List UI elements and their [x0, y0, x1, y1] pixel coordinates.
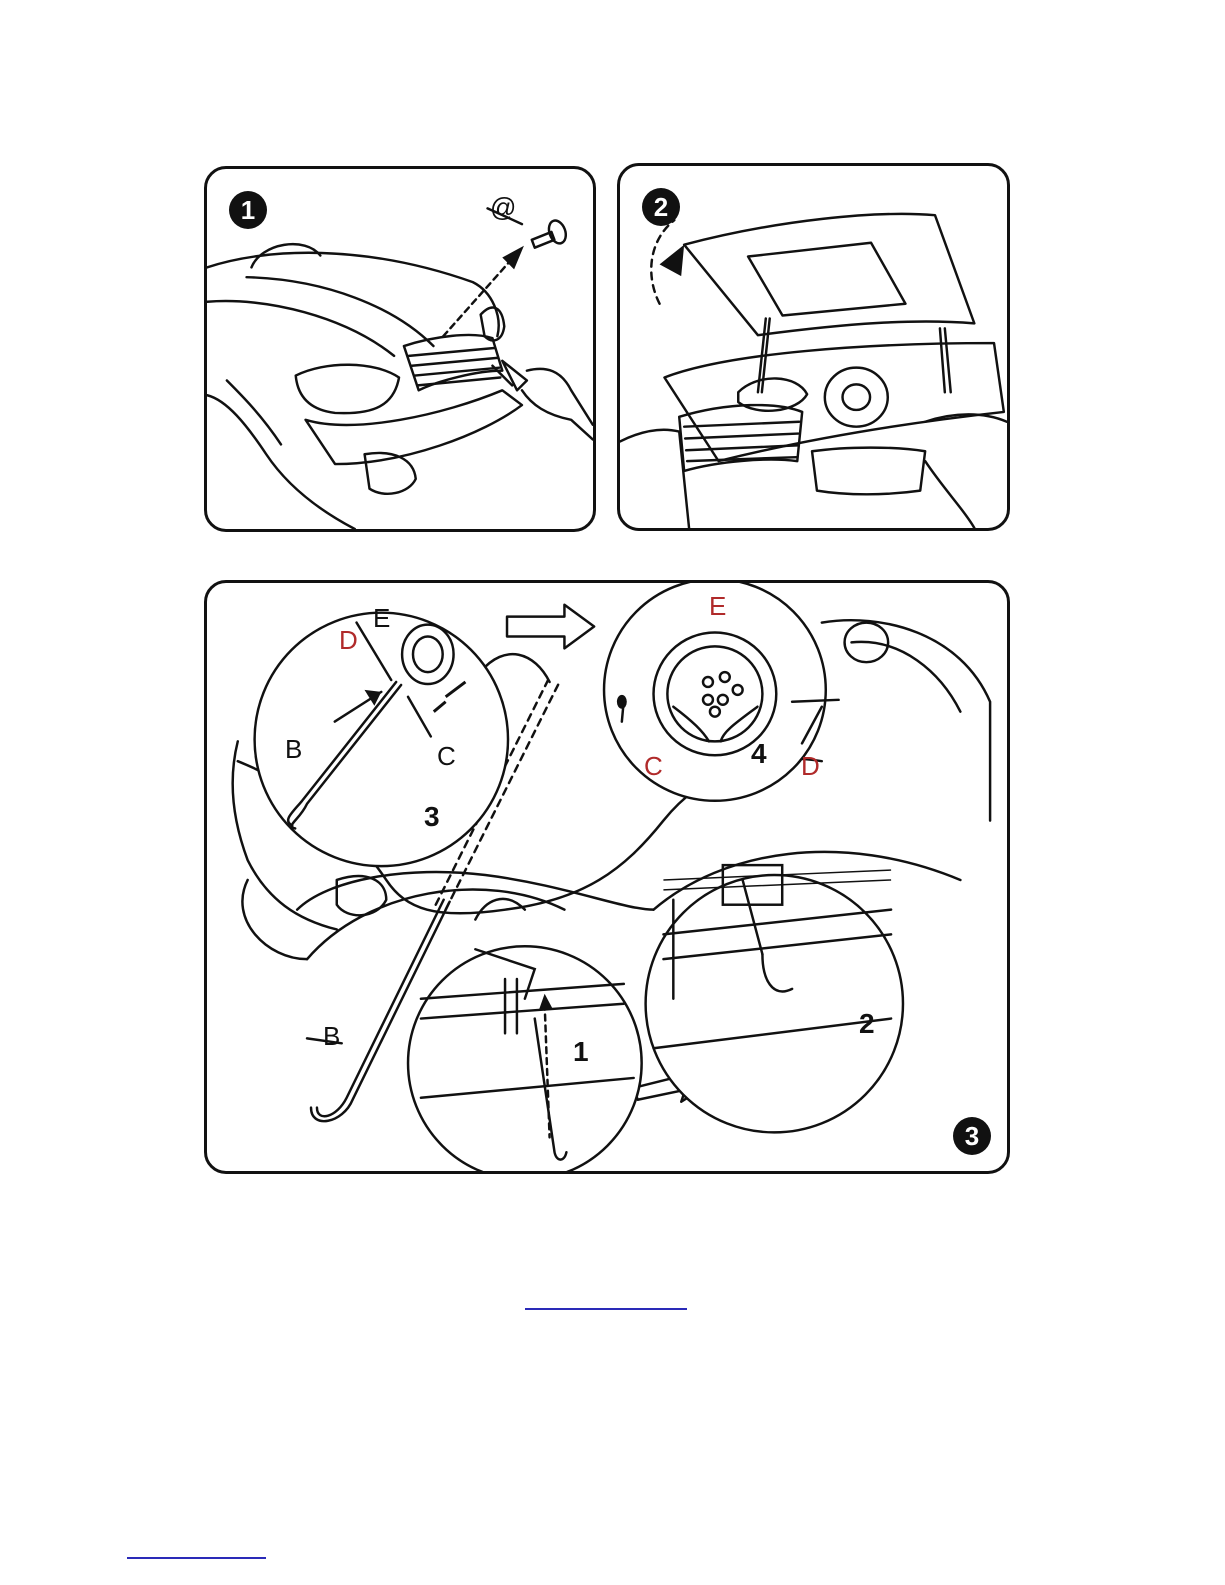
panel-step-3: D E B C 3 E C 4 D B 1 2 3: [204, 580, 1010, 1174]
callout-at-label: @: [490, 194, 516, 220]
panel-step-1: 1 @: [204, 166, 596, 532]
callout-e-lower: E: [709, 593, 726, 619]
callout-b-lower: B: [323, 1023, 340, 1049]
callout-zoom-3: 3: [424, 803, 440, 831]
callout-zoom-1: 1: [573, 1038, 589, 1066]
panel-step-2: 2: [617, 163, 1010, 531]
step-number-badge: 1: [229, 191, 267, 229]
callout-d-lower: D: [801, 753, 820, 779]
callout-e-upper: E: [373, 605, 390, 631]
callout-c-upper: C: [437, 743, 456, 769]
hood-screw-illustration: [207, 169, 593, 529]
callout-b-upper: B: [285, 736, 302, 762]
link-underline[interactable]: [525, 1308, 687, 1310]
link-underline-footer[interactable]: [127, 1557, 266, 1559]
steering-wheel-assembly-illustration: [207, 583, 1007, 1171]
step-number-badge: 3: [953, 1117, 991, 1155]
callout-zoom-4: 4: [751, 740, 767, 768]
callout-d-upper: D: [339, 627, 358, 653]
callout-zoom-2: 2: [859, 1010, 875, 1038]
callout-c-lower: C: [644, 753, 663, 779]
step-number-badge: 2: [642, 188, 680, 226]
open-hood-illustration: [620, 166, 1007, 528]
